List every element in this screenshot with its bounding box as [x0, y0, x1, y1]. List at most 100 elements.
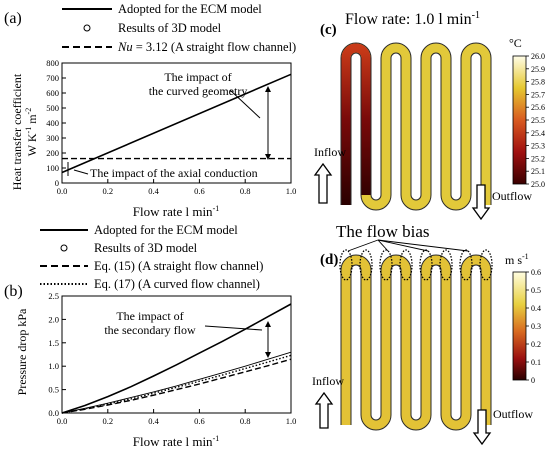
y-tick-label: 700 [46, 73, 59, 83]
panel-c-inflow-arrow [313, 162, 333, 204]
panel-b-legend: Adopted for the ECM model Results of 3D … [40, 223, 263, 291]
panel-d-colorbar [512, 271, 527, 381]
channel-fill [341, 43, 491, 210]
y-tick-label: 300 [46, 133, 59, 143]
panel-d-colorbar-unit: m s-1 [505, 252, 529, 267]
panel-d-inflow-arrow [314, 391, 334, 429]
colorbar-tick-label: 0.4 [531, 304, 541, 313]
flow-bias-pointer [377, 239, 469, 252]
annotation-axial-pointer [73, 169, 89, 175]
panel-b-series [61, 303, 292, 414]
flow-bias-marker [399, 249, 413, 281]
legend-entry-nu: Nu = 3.12 (A straight flow channel) [117, 40, 296, 54]
legend-circle-swatch [60, 244, 68, 252]
legend-entry-eq15: Eq. (15) (A straight flow channel) [94, 259, 263, 273]
colorbar-tick-label: 25.2 [531, 154, 545, 163]
x-tick-label: 0.4 [148, 186, 159, 196]
panel-a: (a) Adopted for the ECM model Results of… [4, 2, 296, 219]
colorbar-tick-label: 0 [531, 376, 535, 385]
series-line [61, 351, 292, 414]
panel-d-inflow-label: Inflow [312, 374, 344, 388]
panel-d-title: The flow bias [336, 222, 429, 241]
panel-c-colorbar-ticks: 26.025.925.825.725.625.525.425.325.225.1… [526, 52, 545, 189]
panel-a-xlabel: Flow rate l min-1 [133, 204, 219, 219]
panel-c-inflow-label: Inflow [314, 145, 346, 159]
colorbar-tick-label: 0.1 [531, 358, 541, 367]
series-line [61, 354, 292, 414]
panel-d-outflow-label: Outflow [493, 407, 533, 421]
flow-bias-marker [339, 249, 353, 281]
colorbar-tick-label: 25.1 [531, 167, 545, 176]
y-tick-label: 0.5 [48, 385, 59, 395]
flow-bias-pointer [377, 239, 389, 252]
legend-circle-swatch [83, 24, 91, 32]
colorbar-tick-label: 25.4 [531, 129, 545, 138]
panel-d-flow-bias-markers [339, 239, 493, 281]
flow-bias-pointer [347, 239, 379, 252]
annotation-secondary-1: The impact of [116, 309, 183, 323]
panel-b-annotations: The impact of the secondary flow [104, 309, 271, 358]
flow-bias-pointer [377, 239, 429, 252]
series-line [61, 73, 292, 174]
y-tick-label: 1.0 [48, 361, 59, 371]
legend-entry-ecm: Adopted for the ECM model [94, 223, 238, 237]
colorbar-tick-label: 0.3 [531, 322, 541, 331]
x-tick-label: 1.0 [286, 416, 297, 426]
colorbar-tick-label: 25.8 [531, 78, 545, 87]
x-tick-label: 0.6 [194, 186, 205, 196]
panel-d-outflow-arrow [472, 409, 492, 446]
panel-b-label: (b) [4, 283, 23, 300]
series-line [61, 303, 292, 414]
panel-c-channel [340, 42, 492, 211]
colorbar-tick-label: 25.0 [531, 180, 545, 189]
panel-c-outflow-arrow [471, 184, 491, 221]
colorbar-tick-label: 0.2 [531, 340, 541, 349]
annotation-secondary-pointer [204, 325, 263, 331]
channel-inlet-hot [341, 43, 371, 205]
y-tick-label: 600 [46, 88, 59, 98]
panel-b: (b) Adopted for the ECM model Results of… [4, 223, 296, 449]
x-tick-label: 0.8 [240, 186, 251, 196]
colorbar-tick-label: 0.6 [531, 268, 541, 277]
annotation-axial: The impact of the axial conduction [90, 166, 258, 180]
panel-d-channel [340, 254, 492, 431]
y-tick-label: 2.0 [48, 314, 59, 324]
x-tick-label: 0.2 [102, 416, 113, 426]
annotation-secondary-2: the secondary flow [104, 323, 196, 337]
flow-bias-marker [419, 249, 433, 281]
panel-a-legend: Adopted for the ECM model Results of 3D … [62, 2, 296, 54]
panel-b-ylabel: Pressure drop kPa [15, 308, 29, 395]
legend-entry-ecm: Adopted for the ECM model [118, 2, 262, 16]
panel-a-annotations: The impact of the curved geometry The im… [67, 70, 271, 180]
flow-bias-marker [439, 249, 453, 281]
y-tick-label: 800 [46, 58, 59, 68]
x-tick-label: 0.4 [148, 416, 159, 426]
legend-entry-eq17: Eq. (17) (A curved flow channel) [94, 277, 260, 291]
flow-bias-marker [359, 249, 373, 281]
channel-fill [341, 255, 491, 430]
y-tick-label: 0 [55, 178, 59, 188]
panel-a-label: (a) [4, 10, 22, 27]
y-tick-label: 0.0 [48, 408, 59, 418]
x-tick-label: 0.2 [102, 186, 113, 196]
colorbar-tick-label: 25.6 [531, 103, 545, 112]
colorbar-tick-label: 0.5 [531, 286, 541, 295]
x-tick-label: 0.8 [240, 416, 251, 426]
panel-a-ylabel: Heat transfer coefficient [10, 73, 24, 190]
panel-d: (d) The flow bias m s-1 0.60.50.40.30.20… [312, 222, 541, 446]
x-tick-label: 0.6 [194, 416, 205, 426]
colorbar-tick-label: 26.0 [531, 52, 545, 61]
panel-d-colorbar-ticks: 0.6 0.5 0.4 0.3 0.2 0.1 0 [526, 268, 541, 385]
panel-c-outflow-label: Outflow [492, 189, 532, 203]
panel-a-ylabel-units: W K-1 m-2 [24, 108, 39, 156]
panel-c-label: (c) [320, 22, 337, 38]
panel-b-axes [61, 295, 292, 414]
annotation-curved-2: the curved geometry [149, 84, 248, 98]
panel-d-label: (d) [320, 252, 338, 268]
flow-bias-marker [459, 249, 473, 281]
y-tick-label: 2.5 [48, 291, 59, 301]
colorbar-tick-label: 25.9 [531, 65, 545, 74]
